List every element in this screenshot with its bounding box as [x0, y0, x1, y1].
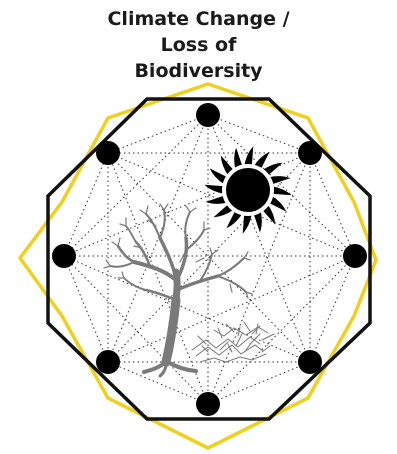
- node-bottom-right: [298, 350, 322, 374]
- node-top: [196, 103, 220, 127]
- dotted-connector: [208, 362, 310, 404]
- dry-grass-icon: [192, 322, 274, 362]
- dotted-connector: [208, 256, 355, 404]
- dotted-connector: [208, 115, 310, 362]
- sun-ray: [244, 146, 253, 166]
- dotted-connector: [108, 115, 208, 362]
- dotted-connector: [208, 115, 310, 153]
- node-right: [343, 244, 367, 268]
- node-top-left: [96, 141, 120, 165]
- node-left: [52, 244, 76, 268]
- title-line-1: Climate Change /: [0, 6, 397, 32]
- sun-ray: [272, 186, 292, 195]
- diagram-title: Climate Change / Loss of Biodiversity: [0, 6, 397, 84]
- node-bottom: [196, 392, 220, 416]
- node-top-right: [298, 141, 322, 165]
- sun-icon: [204, 146, 291, 233]
- sun-ray: [204, 185, 224, 194]
- dotted-connector: [64, 256, 208, 404]
- title-line-2: Loss of: [0, 32, 397, 58]
- node-bottom-left: [96, 350, 120, 374]
- sun-ray: [243, 214, 252, 234]
- inner-octagon: [48, 99, 370, 419]
- title-line-3: Biodiversity: [0, 58, 397, 84]
- dotted-connector: [64, 256, 310, 362]
